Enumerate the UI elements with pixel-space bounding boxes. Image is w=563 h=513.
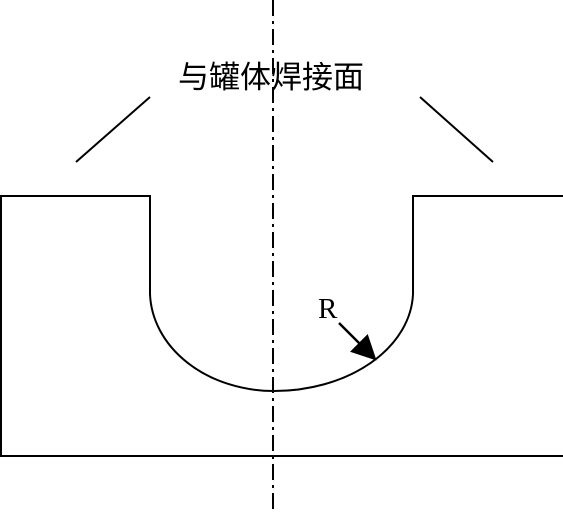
left-weld-surface-line: [75, 96, 151, 163]
right-weld-surface-line: [419, 96, 494, 163]
radius-label: R: [318, 293, 338, 325]
weld-surface-label: 与罐体焊接面: [178, 60, 364, 96]
radius-arrow: [338, 322, 377, 361]
groove-outline: [0, 195, 563, 393]
